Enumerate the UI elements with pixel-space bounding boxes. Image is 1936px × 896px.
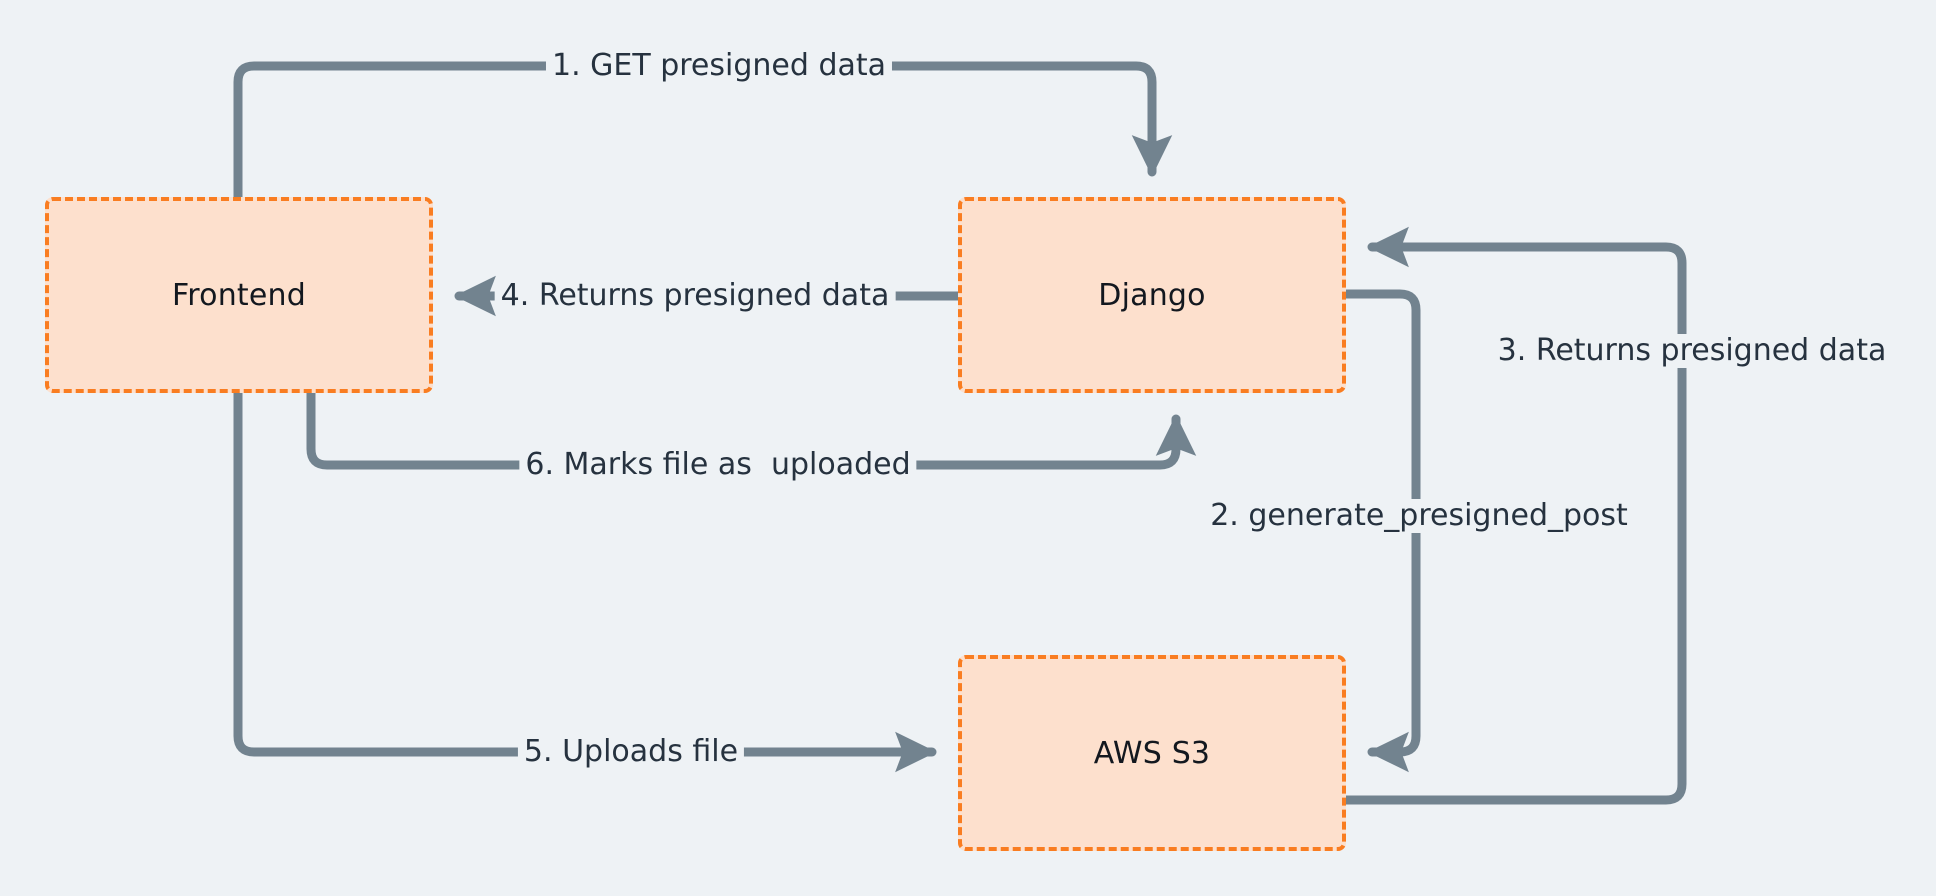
edge-label-1: 1. GET presigned data — [545, 49, 893, 83]
edge-3-path — [1341, 226, 1687, 805]
node-django-label: Django — [1098, 277, 1206, 313]
node-frontend-label: Frontend — [172, 277, 306, 313]
edge-label-5: 5. Uploads file — [517, 735, 745, 769]
edge-1-path — [233, 61, 1173, 202]
node-aws-s3[interactable]: AWS S3 — [958, 655, 1346, 851]
edge-label-2: 2. generate_presigned_post — [1204, 499, 1634, 533]
node-django[interactable]: Django — [958, 197, 1346, 393]
edge-label-3: 3. Returns presigned data — [1491, 334, 1893, 368]
edge-label-4: 4. Returns presigned data — [494, 279, 896, 313]
node-frontend[interactable]: Frontend — [45, 197, 433, 393]
node-aws-s3-label: AWS S3 — [1093, 735, 1211, 771]
edge-5-path — [233, 388, 937, 773]
edge-label-6: 6. Marks file as uploaded — [519, 448, 917, 482]
